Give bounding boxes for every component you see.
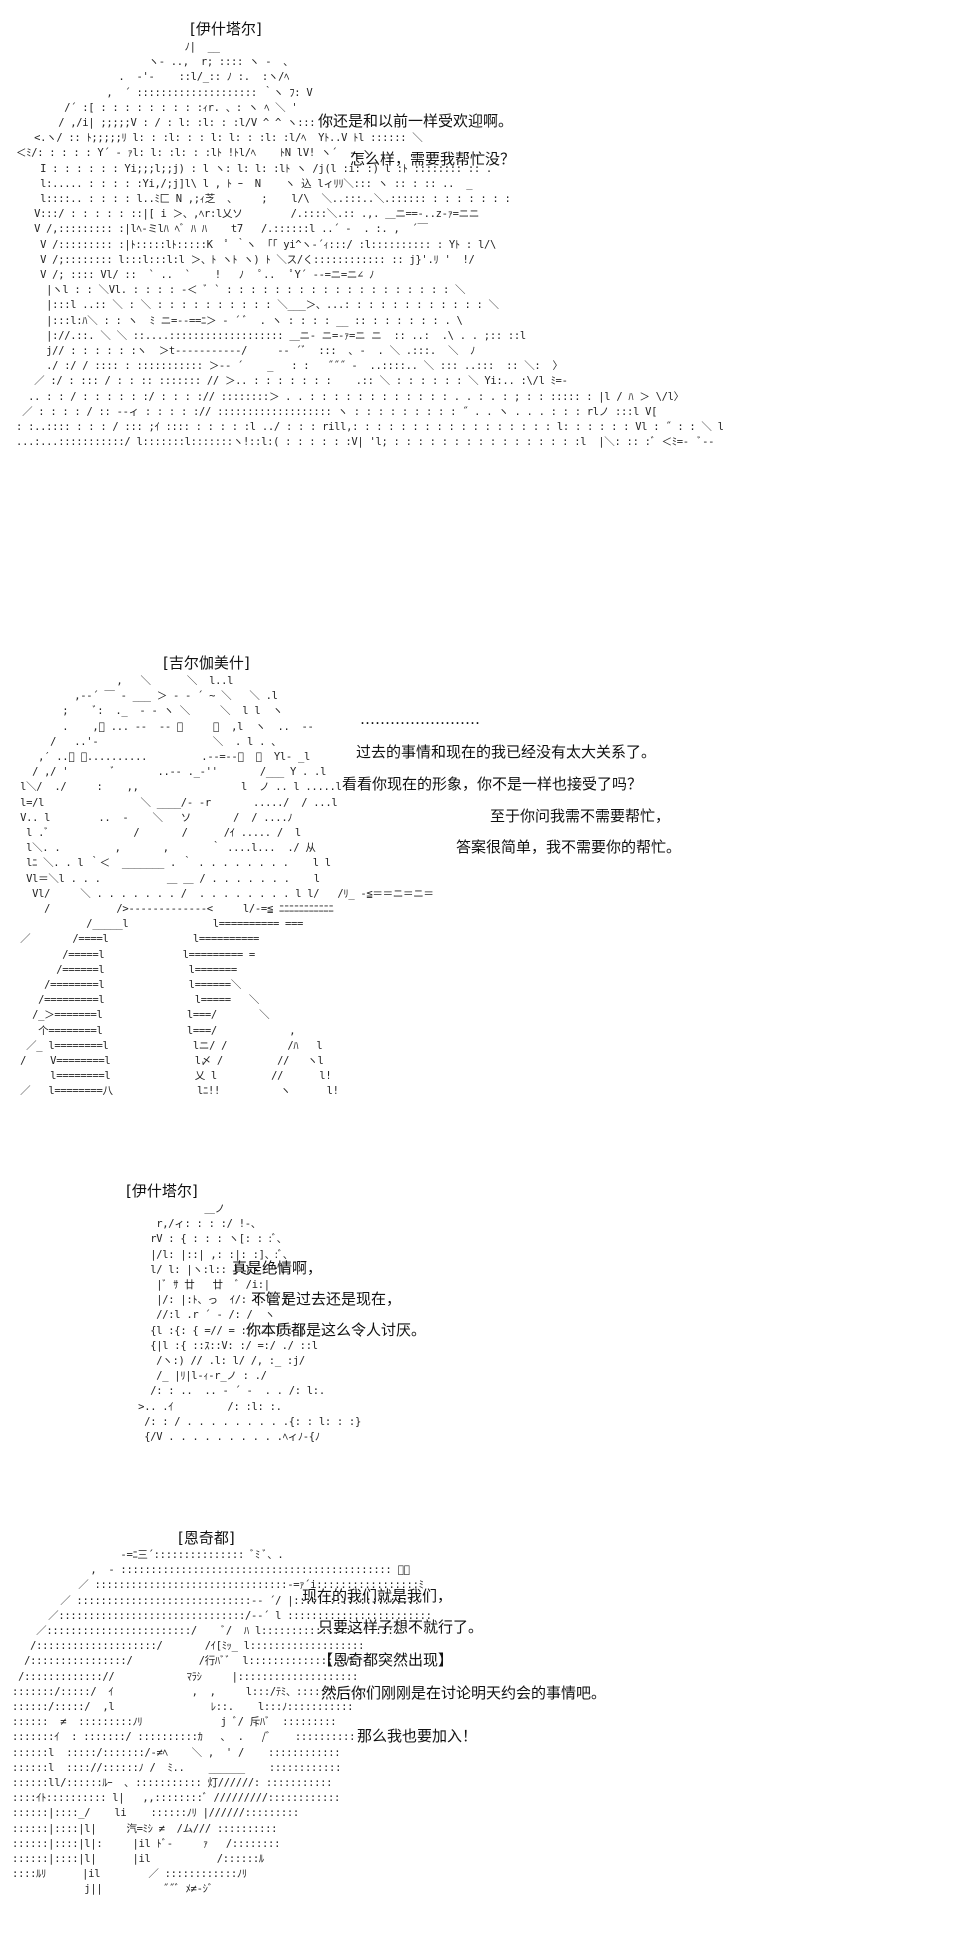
- dialogue-line: 那么我也要加入！: [357, 1727, 478, 1745]
- dialogue-line: 你本质都是这么令人讨厌。: [246, 1321, 427, 1339]
- dialogue-line: ……………………: [360, 710, 480, 728]
- ascii-art-ishtar-large: ﾉ| __ ヽ‐ .., r; :::: ヽ ‐ ､ . ‐'‐ ::l/_::…: [16, 41, 724, 449]
- ascii-art-gilgamesh: , ＼ ＼ l..l ,-‐´ ￣ - ___ ＞ - - ´ ~ ＼ ＼ .l…: [20, 675, 434, 1098]
- ascii-art-enkidu: -=ﾆ三´::::::::::::::: ﾞﾐ ﾞ、. , ‐ ::::::::…: [12, 1549, 432, 1896]
- dialogue-line: 【恩奇都突然出现】: [318, 1651, 454, 1669]
- ascii-art-ishtar-small: ＿ノ r,/ィ: : : :/ !‐、 rV : { : : : ヽ[: : :…: [138, 1203, 361, 1444]
- dialogue-line: 至于你问我需不需要帮忙，: [490, 807, 671, 825]
- speaker-name: [恩奇都]: [178, 1529, 235, 1547]
- speaker-name: [伊什塔尔]: [126, 1182, 198, 1200]
- dialogue-line: 然后你们刚刚是在讨论明天约会的事情吧。: [321, 1684, 607, 1702]
- dialogue-line: 你还是和以前一样受欢迎啊。: [318, 112, 514, 130]
- dialogue-line: 现在的我们就是我们，: [302, 1587, 453, 1605]
- dialogue-line: 只要这样子想不就行了。: [318, 1618, 484, 1636]
- speaker-name: [吉尔伽美什]: [163, 654, 250, 672]
- dialogue-line: 怎么样，需要我帮忙没？: [350, 150, 516, 168]
- panel-gilgamesh: [吉尔伽美什] , ＼ ＼ l..l ,-‐´ ￣ - ___ ＞ - - ´ …: [0, 640, 963, 1165]
- panel-ishtar-2: [伊什塔尔] ＿ノ r,/ィ: : : :/ !‐、 rV : { : : : …: [0, 1180, 963, 1470]
- dialogue-line: 看看你现在的形象，你不是一样也接受了吗？: [342, 775, 643, 793]
- dialogue-line: 不管是过去还是现在，: [251, 1290, 402, 1308]
- dialogue-line: 答案很简单，我不需要你的帮忙。: [456, 838, 682, 856]
- speaker-name: [伊什塔尔]: [190, 20, 262, 38]
- panel-enkidu: [恩奇都] -=ﾆ三´::::::::::::::: ﾞﾐ ﾞ、. , ‐ ::…: [0, 1520, 963, 1940]
- dialogue-line: 真是绝情啊，: [232, 1259, 323, 1277]
- dialogue-line: 过去的事情和现在的我已经没有太大关系了。: [356, 743, 657, 761]
- panel-ishtar-1: [伊什塔尔] ﾉ| __ ヽ‐ .., r; :::: ヽ ‐ ､ . ‐'‐ …: [0, 0, 963, 540]
